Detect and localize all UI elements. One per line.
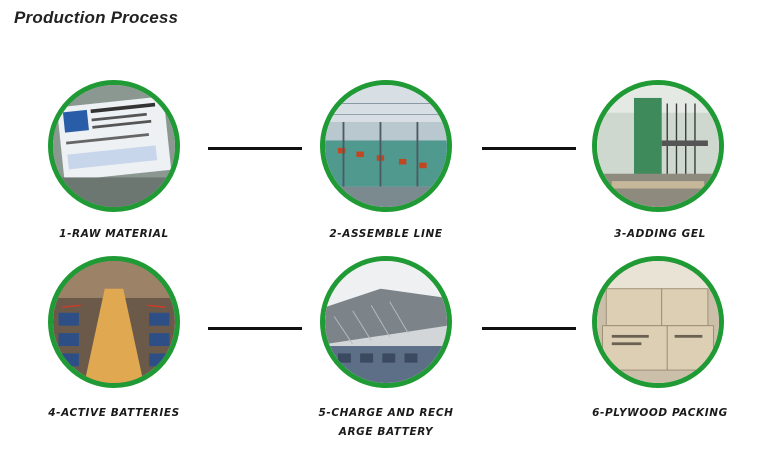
step-1-photo [48, 80, 180, 212]
connector-2-3 [482, 147, 576, 150]
step-6-photo [592, 256, 724, 388]
step-5-label-line1: 5-CHARGE AND RECH [318, 407, 454, 419]
connector-5-6 [482, 327, 576, 330]
step-6-label: 6-PLYWOOD PACKING [592, 407, 728, 419]
connector-4-5 [208, 327, 302, 330]
step-3-label: 3-ADDING GEL [614, 228, 706, 240]
step-2-photo [320, 80, 452, 212]
step-4-photo [48, 256, 180, 388]
step-2-label: 2-ASSEMBLE LINE [329, 228, 443, 240]
step-3-photo [592, 80, 724, 212]
connector-1-2 [208, 147, 302, 150]
step-4-label: 4-ACTIVE BATTERIES [48, 407, 180, 419]
page-title: Production Process [14, 8, 179, 27]
active-batteries-icon [53, 261, 175, 383]
step-5-photo [320, 256, 452, 388]
raw-material-icon [53, 85, 175, 207]
adding-gel-icon [597, 85, 719, 207]
step-5-label-line2: ARGE BATTERY [338, 426, 434, 438]
step-1-label: 1-RAW MATERIAL [59, 228, 169, 240]
charge-battery-icon [325, 261, 447, 383]
plywood-packing-icon [597, 261, 719, 383]
assembly-line-icon [325, 85, 447, 207]
